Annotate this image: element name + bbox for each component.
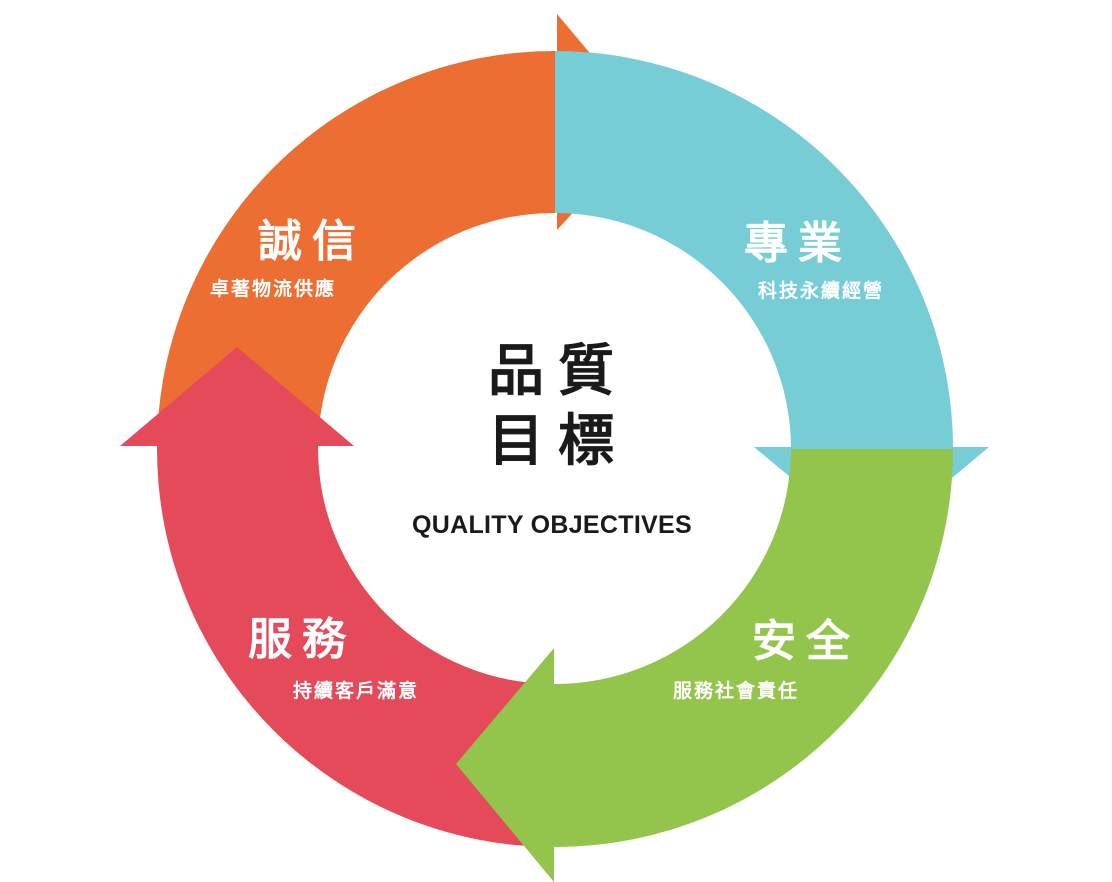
professional-arrow [555,50,989,545]
integrity-title: 誠信 [258,216,366,267]
integrity-subtitle: 卓著物流供應 [210,278,337,300]
service-arrow [156,446,556,848]
center-title-line2: 目標 [488,409,628,474]
service-subtitle: 持續客戶滿意 [293,680,420,702]
integrity-arrow [157,14,652,449]
professional-subtitle: 科技永續經營 [758,280,885,302]
safety-title: 安全 [752,616,860,667]
center-title-line1: 品質 [488,339,628,404]
safety-subtitle: 服務社會責任 [673,680,800,702]
professional-title: 專業 [744,218,852,269]
service-arrow-head [120,347,354,480]
service-title: 服務 [248,614,356,665]
safety-arrow [456,449,953,882]
center-subtitle: QUALITY OBJECTIVES [412,511,692,539]
